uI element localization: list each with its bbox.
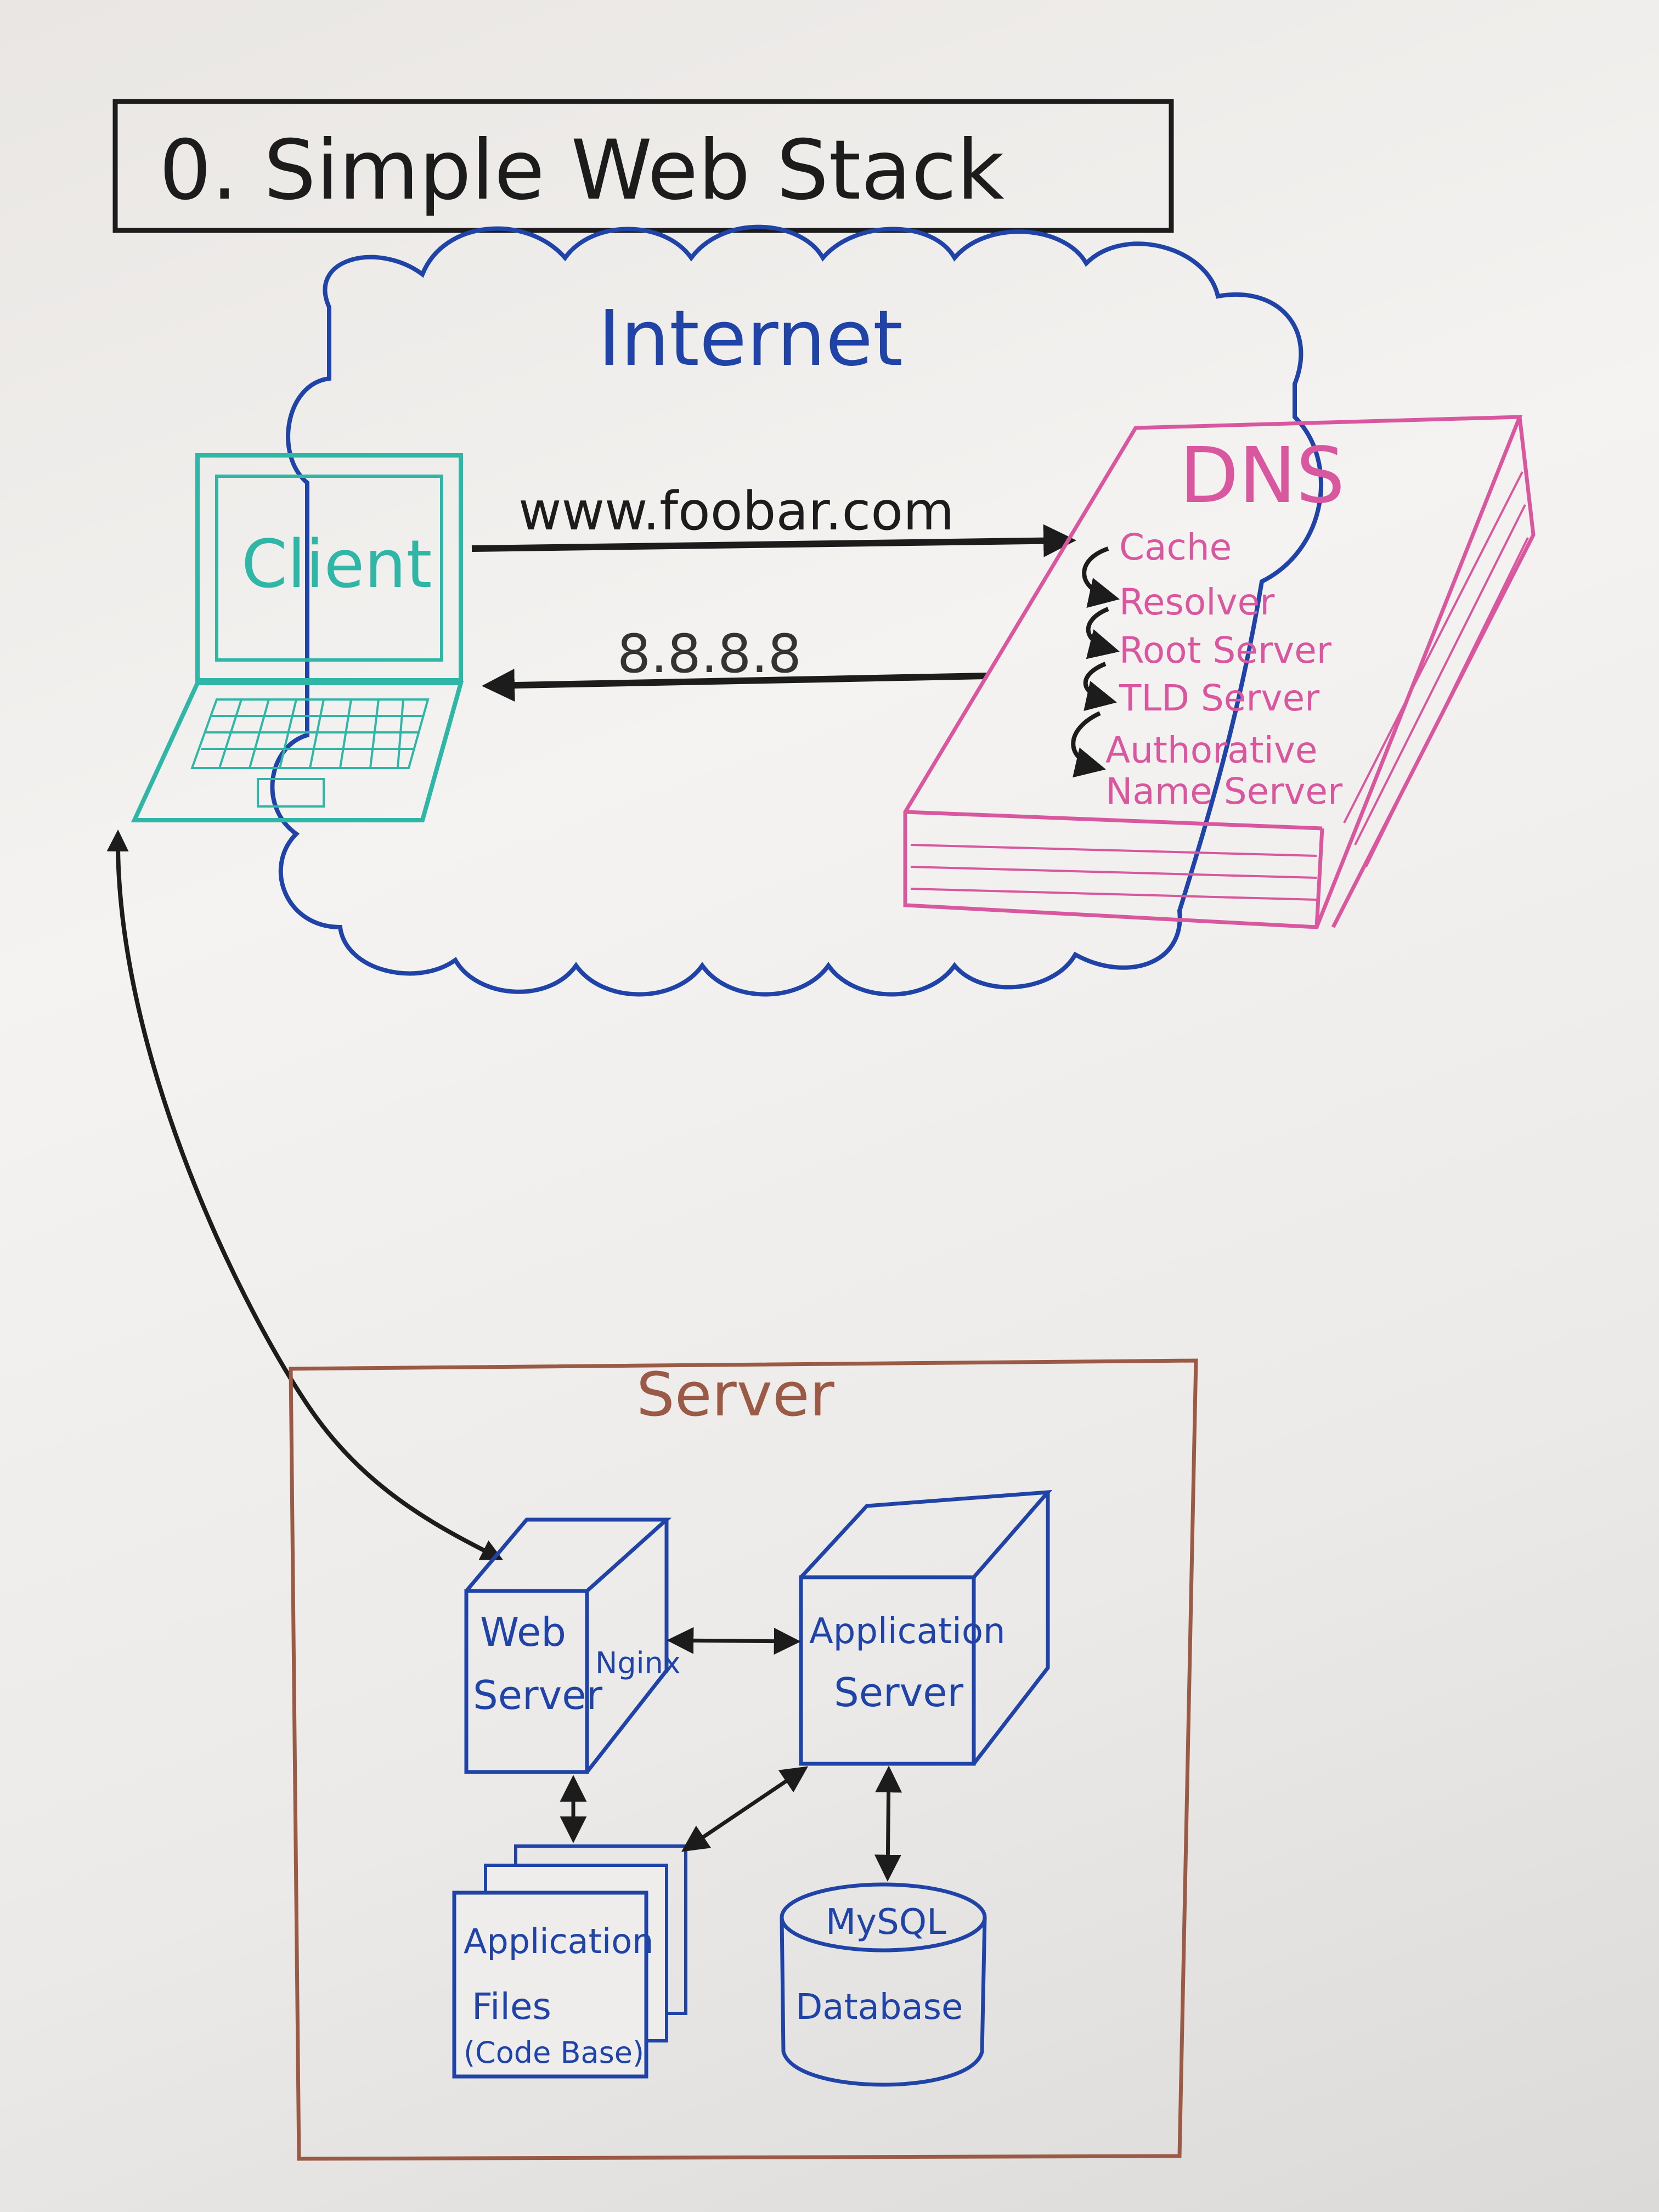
dns-book-pages (910, 471, 1529, 901)
application-files: Application Files (Code Base) (452, 1844, 687, 2079)
request-arrow: www.foobar.com (471, 481, 1076, 557)
web-server: Web Server Nginx (464, 1517, 681, 1774)
request-label: www.foobar.com (518, 481, 954, 542)
web-app-arrow (667, 1627, 801, 1655)
diagram-title: 0. Simple Web Stack (159, 123, 1005, 218)
internet-label: Internet (598, 294, 903, 383)
dns-step: TLD Server (1119, 677, 1320, 719)
web-server-label-line1: Web (480, 1609, 566, 1655)
dns-step-arrows (1071, 546, 1120, 778)
application-server: Application Server (799, 1489, 1053, 1766)
dns-step: Authorative (1105, 729, 1318, 771)
dns-step: Cache (1119, 526, 1232, 568)
laptop-keyboard (190, 698, 430, 808)
client-web-arrow (106, 830, 504, 1560)
web-server-label-line2: Server (473, 1672, 603, 1718)
app-server-label-line2: Server (834, 1669, 964, 1716)
client-label: Client (241, 527, 432, 603)
app-files-label-line3: (Code Base) (464, 2035, 644, 2070)
dns-step: Root Server (1119, 629, 1332, 672)
server-box: Server (289, 1358, 1198, 2161)
app-files-arrow (681, 1766, 809, 1852)
mysql-database: MySQL Database (780, 1882, 987, 2087)
dns-label: DNS (1180, 431, 1345, 521)
app-db-arrow (874, 1765, 902, 1882)
database-label-line1: MySQL (826, 1902, 946, 1943)
server-label: Server (636, 1359, 834, 1430)
server-internal-arrows (560, 1627, 902, 1882)
response-label: 8.8.8.8 (617, 623, 802, 685)
title-box: 0. Simple Web Stack (112, 99, 1174, 233)
app-files-label-line1: Application (464, 1921, 653, 1961)
response-arrow: 8.8.8.8 (482, 623, 988, 702)
nginx-label: Nginx (595, 1646, 681, 1680)
dns-resolution-steps: Cache Resolver Root Server TLD Server Au… (1105, 526, 1343, 812)
client-laptop: Client (131, 453, 464, 822)
dns-step: Resolver (1119, 581, 1275, 623)
dns-book: DNS Cache Resolver Root Server TLD Serve… (903, 415, 1536, 929)
app-files-label-line2: Files (472, 1985, 551, 2028)
app-server-label-line1: Application (809, 1611, 1006, 1652)
database-label-line2: Database (795, 1987, 963, 2028)
dns-step: Name Server (1105, 770, 1343, 812)
